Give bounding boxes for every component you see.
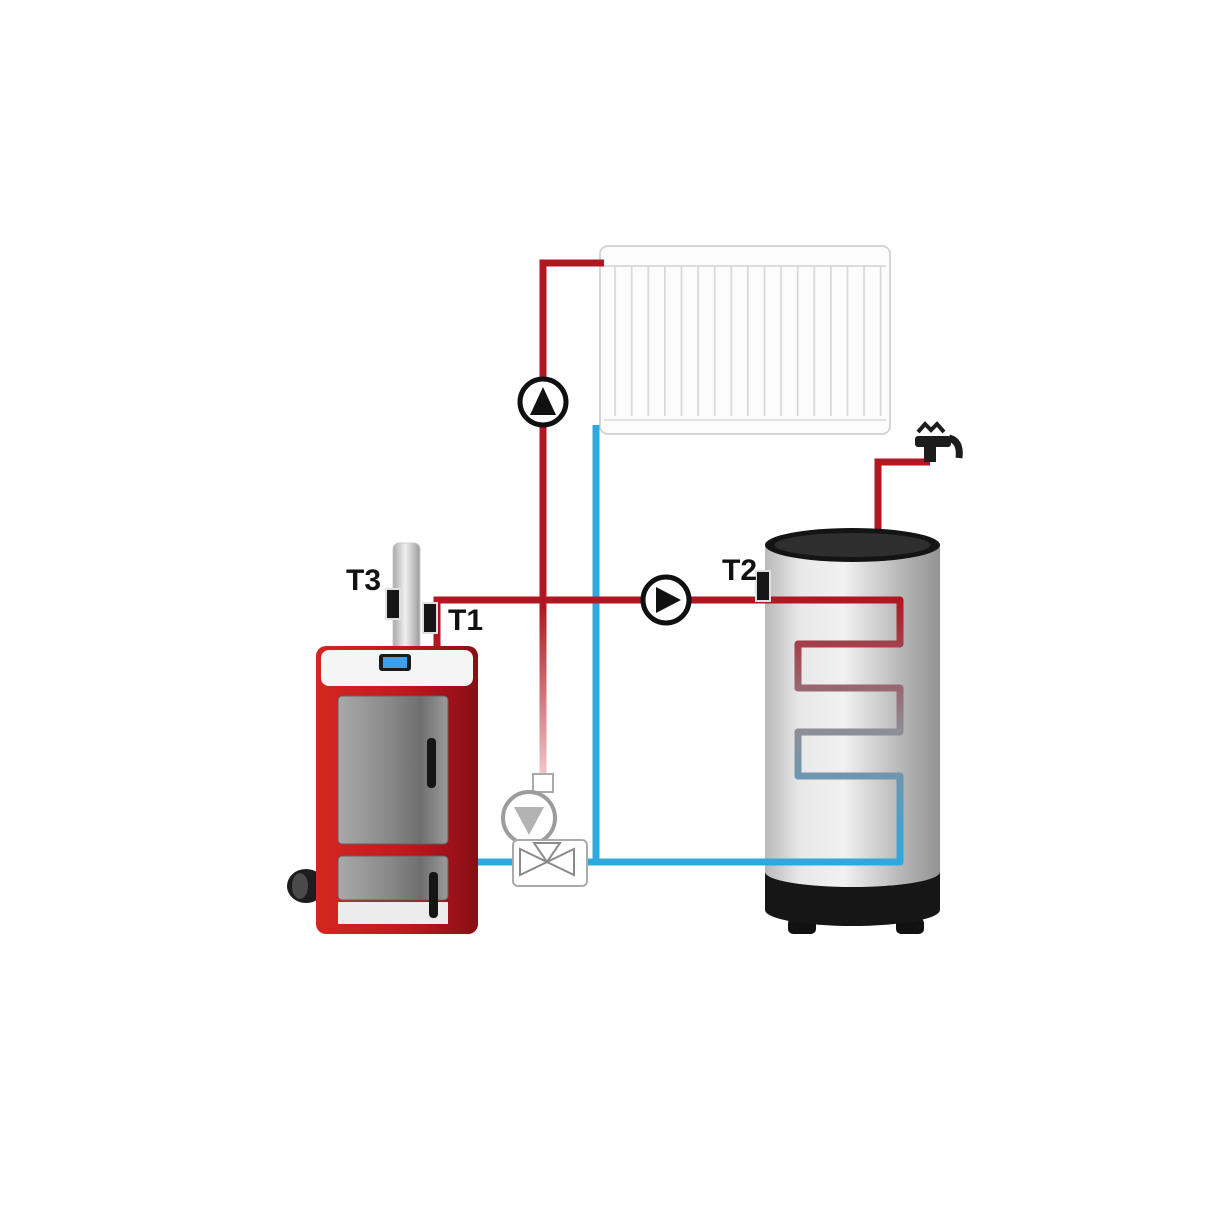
boiler-wheel-hub [292,873,308,899]
boiler-upper-handle [427,738,436,788]
tap-stem [924,444,936,462]
boiler-supply-pipe [433,596,770,656]
valve-top-port-icon [532,842,562,864]
sensor-t2-probe [755,570,771,602]
circulation-pump-tank [640,574,692,626]
sensor-t2-label: T2 [722,554,757,587]
solid-fuel-boiler [287,542,478,934]
temperature-sensors [385,570,771,634]
tap-supply-pipe [874,458,930,540]
boiler-bottom-strip [338,902,448,924]
boiler-lower-handle [429,872,438,918]
sensor-labels: T3 T1 T2 [346,554,757,637]
pump-down-icon [514,807,544,835]
valve-right-port-icon [544,847,575,877]
tap-handle [916,421,946,434]
boiler-upper-door [337,695,449,845]
radiator-supply-pipe [539,259,604,610]
tap-spout [947,434,963,459]
tank-heat-exchanger-coil [765,596,904,866]
pump-right-icon [656,587,681,613]
radiator-fins [612,266,886,416]
pump-fitting [532,773,554,793]
valve-left-port-icon [519,847,550,877]
boiler-display [383,657,407,668]
pump-up-icon [530,387,556,415]
boiler-lower-door [337,855,449,901]
sensor-t3-label: T3 [346,564,381,597]
sensor-t1-probe [422,602,438,634]
circulation-pump-radiator [517,376,569,428]
panel-radiator [599,245,891,435]
mixing-pump-valve-assembly [501,773,588,887]
tank-body [765,545,940,872]
hot-water-tap-icon [915,421,963,462]
tap-body [915,436,951,447]
tank-top-inner [774,533,931,557]
sensor-t1-label: T1 [448,604,483,637]
sensor-t3-probe [385,588,401,620]
